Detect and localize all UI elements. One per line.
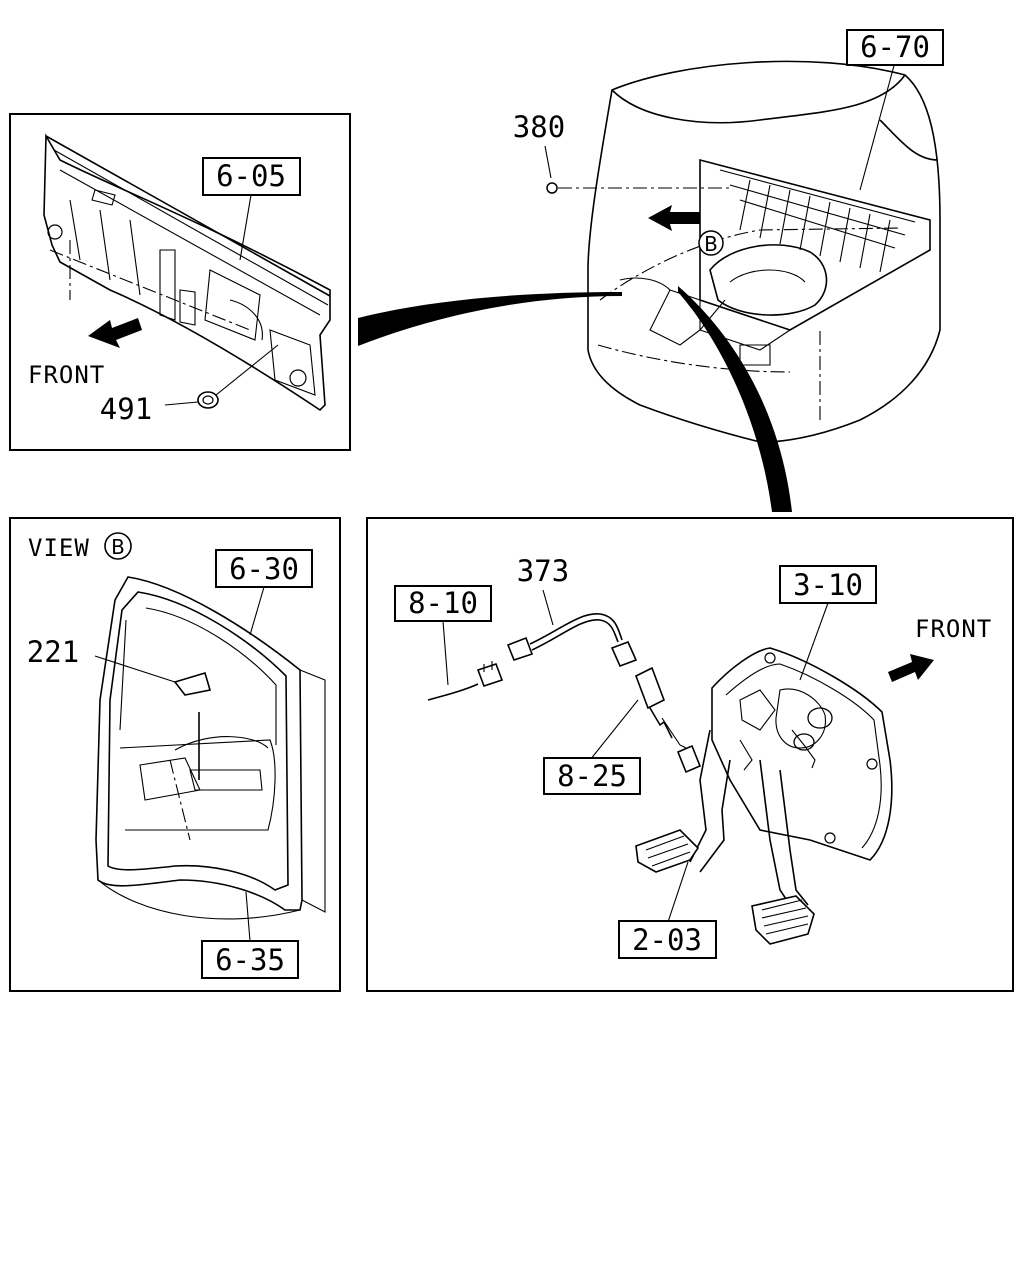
ref-pedal-bracket: 3-10 (793, 568, 863, 602)
cab-overview: 6-70 380 B (513, 29, 944, 443)
view-b-marker-large (104, 532, 132, 560)
view-label: VIEW (28, 534, 90, 562)
callout-221: 221 (27, 635, 79, 669)
ref-lower: 6-35 (215, 943, 285, 977)
front-label-left: FRONT (28, 361, 105, 389)
callout-373: 373 (517, 554, 569, 588)
ref-panel: 6-05 (216, 159, 286, 193)
panel-pedals: 8-10 373 8-25 3-10 FRONT (366, 517, 1014, 992)
panel-top-left: 6-05 FRONT 491 (9, 113, 351, 451)
callout-380: 380 (513, 110, 565, 144)
view-b-marker (698, 230, 724, 256)
view-b-letter: B (704, 232, 718, 256)
panel-view-b: VIEW B 6-30 6-35 221 (9, 517, 341, 992)
view-b-letter-large: B (111, 535, 125, 559)
connector-to-panel (358, 292, 622, 346)
ref-harness: 8-10 (408, 586, 478, 620)
front-label-right: FRONT (915, 615, 992, 643)
brake-pedal-pad (751, 895, 815, 945)
connector-to-pedals (678, 286, 792, 512)
ref-upper: 6-30 (229, 552, 299, 586)
ref-pedal: 2-03 (632, 923, 702, 957)
ref-cab: 6-70 (860, 30, 930, 64)
ref-switch: 8-25 (557, 759, 627, 793)
front-arrow-left (88, 318, 142, 348)
callout-491: 491 (100, 392, 152, 426)
front-arrow-right (888, 654, 934, 682)
